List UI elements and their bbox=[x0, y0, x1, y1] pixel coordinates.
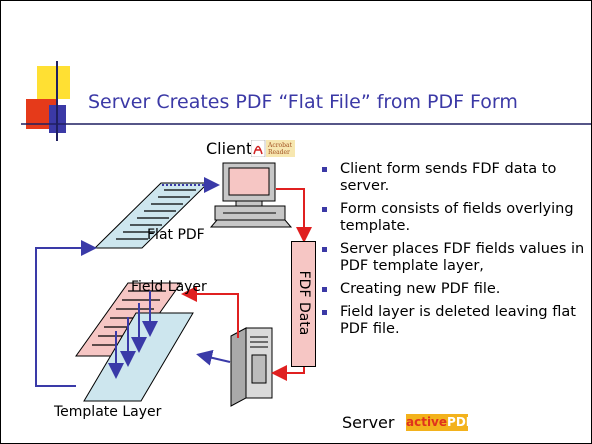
activepdf-logo: activePDF bbox=[406, 414, 474, 431]
svg-text:Acrobat: Acrobat bbox=[267, 142, 293, 149]
bullet-item: Server places FDF fields values in PDF t… bbox=[321, 241, 591, 275]
client-label: Client bbox=[206, 139, 253, 158]
svg-text:Reader: Reader bbox=[268, 149, 290, 156]
layer-merge-arrows bbox=[108, 291, 158, 379]
fdf-flow-arrows bbox=[181, 188, 312, 381]
fdf-data-box bbox=[291, 241, 316, 367]
bullet-item: Client form sends FDF data to server. bbox=[321, 161, 591, 195]
server-tower-icon bbox=[230, 327, 273, 407]
server-label: Server bbox=[342, 413, 395, 432]
flat-pdf-label: Flat PDF bbox=[147, 227, 205, 243]
bullet-item: Creating new PDF file. bbox=[321, 281, 591, 298]
field-layer-label: Field Layer bbox=[131, 279, 207, 295]
accent-yellow-square bbox=[37, 66, 70, 99]
fdf-data-label: FDF Data bbox=[296, 270, 312, 336]
slide-title: Server Creates PDF “Flat File” from PDF … bbox=[88, 91, 518, 113]
acrobat-reader-logo: Acrobat Reader bbox=[251, 140, 295, 157]
flat-pdf-sheet-icon bbox=[93, 182, 210, 249]
bullet-list: Client form sends FDF data to server. Fo… bbox=[321, 161, 591, 344]
client-computer-icon bbox=[209, 162, 293, 228]
server-blue-arrows bbox=[35, 240, 231, 387]
bullet-item: Form consists of fields overlying templa… bbox=[321, 201, 591, 235]
template-layer-sheet-icon bbox=[83, 312, 194, 402]
template-layer-label: Template Layer bbox=[54, 404, 162, 420]
bullet-item: Field layer is deleted leaving flat PDF … bbox=[321, 304, 591, 338]
